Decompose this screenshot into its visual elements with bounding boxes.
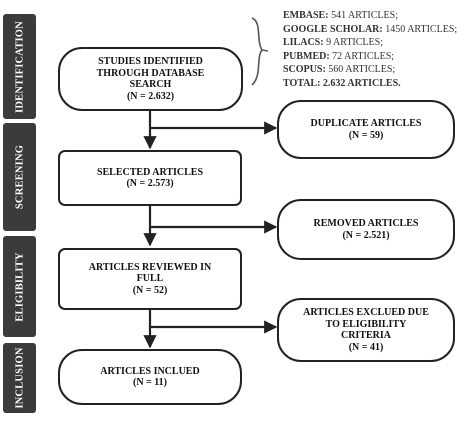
box-identified: STUDIES IDENTIFIED THROUGH DATABASE SEAR… <box>58 47 243 111</box>
source-row: EMBASE: 541 ARTICLES; <box>283 9 457 23</box>
box-title: STUDIES IDENTIFIED THROUGH DATABASE SEAR… <box>96 56 205 90</box>
box-selected: SELECTED ARTICLES (N = 2.573) <box>58 150 242 206</box>
source-row: SCOPUS: 560 ARTICLES; <box>283 63 457 77</box>
box-included: ARTICLES INCLUED (N = 11) <box>58 349 242 405</box>
source-value: 560 ARTICLES; <box>328 64 396 76</box>
box-count: (N = 41) <box>348 341 384 353</box>
source-row: TOTAL: 2.632 ARTICLES. <box>283 77 457 91</box>
source-row: GOOGLE SCHOLAR: 1450 ARTICLES; <box>283 23 457 37</box>
source-name: EMBASE: <box>283 10 329 21</box>
box-title: ARTICLES EXCLUED DUE TO ELIGIBILITY CRIT… <box>303 307 429 341</box>
box-title: ARTICLES REVIEWED IN FULL <box>88 261 212 285</box>
source-value: 2.632 ARTICLES. <box>322 77 401 89</box>
box-title: ARTICLES INCLUED <box>100 365 200 377</box>
phase-screening: SCREENING <box>3 123 36 231</box>
box-count: (N = 52) <box>132 284 168 296</box>
box-title: REMOVED ARTICLES <box>313 218 419 229</box>
box-count: (N = 2.521) <box>342 229 390 241</box>
source-name: TOTAL: <box>283 77 321 89</box>
box-excluded: ARTICLES EXCLUED DUE TO ELIGIBILITY CRIT… <box>277 298 455 362</box>
phase-inclusion: INCLUSION <box>3 343 36 413</box>
source-name: PUBMED: <box>283 50 330 62</box>
brace-icon <box>251 17 269 86</box>
box-count: (N = 59) <box>348 129 384 141</box>
phase-eligibility: ELIGIBILITY <box>3 236 36 337</box>
source-row: PUBMED: 72 ARTICLES; <box>283 50 457 64</box>
source-value: 9 ARTICLES; <box>326 37 383 49</box>
box-count: (N = 2.573) <box>126 178 174 189</box>
source-value: 541 ARTICLES; <box>331 10 398 21</box>
box-title: SELECTED ARTICLES <box>96 166 204 178</box>
source-row: LILACS: 9 ARTICLES; <box>283 36 457 50</box>
database-sources: EMBASE: 541 ARTICLES; GOOGLE SCHOLAR: 14… <box>283 9 457 91</box>
box-duplicates: DUPLICATE ARTICLES (N = 59) <box>277 100 455 159</box>
phase-identification: IDENTIFICATION <box>3 14 36 119</box>
source-value: 72 ARTICLES; <box>332 50 395 62</box>
box-title: DUPLICATE ARTICLES <box>310 118 422 129</box>
box-count: (N = 11) <box>132 377 168 388</box>
source-name: GOOGLE SCHOLAR: <box>283 23 383 35</box>
source-name: SCOPUS: <box>283 64 326 76</box>
source-name: LILACS: <box>283 37 324 49</box>
box-count: (N = 2.632) <box>126 90 175 102</box>
box-reviewed: ARTICLES REVIEWED IN FULL (N = 52) <box>58 248 242 310</box>
box-removed: REMOVED ARTICLES (N = 2.521) <box>277 199 455 260</box>
source-value: 1450 ARTICLES; <box>385 23 458 35</box>
